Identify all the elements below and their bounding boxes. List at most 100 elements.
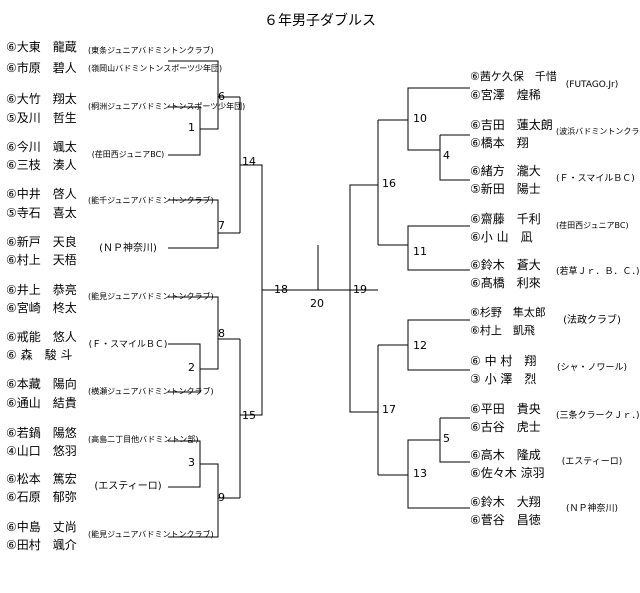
bracket-line — [240, 290, 263, 416]
player-name: ⑥今川 颯太 — [6, 140, 77, 154]
player-name: ⑥市原 碧人 — [6, 61, 77, 75]
player-name: ⑥齋藤 千利 — [470, 212, 541, 226]
match-number: 15 — [242, 409, 256, 422]
bracket-line — [378, 319, 470, 346]
match-number: 1 — [188, 121, 195, 134]
player-name: ⑥古谷 虎士 — [470, 420, 541, 434]
bracket-line — [200, 463, 219, 498]
match-number: 20 — [310, 297, 324, 310]
player-name: ⑥村上 天梧 — [6, 253, 77, 267]
player-name: ⑥村上 凱飛 — [470, 324, 535, 337]
club-name: (Ｆ・スマイルＢＣ) — [88, 340, 168, 350]
bracket-line — [240, 164, 263, 290]
club-name: (嶺岡山バドミントンスポーツ少年団) — [88, 64, 223, 73]
bracket-line — [439, 418, 470, 463]
bracket-line — [168, 369, 201, 393]
player-name: ⑥本藏 陽向 — [6, 377, 77, 391]
club-name: (Ｆ・スマイルＢＣ) — [556, 174, 635, 184]
club-name: (能千ジュニアバドミントンクラブ) — [88, 196, 214, 205]
match-number: 4 — [443, 149, 450, 162]
bracket-line — [168, 60, 240, 98]
bracket-line — [407, 439, 440, 475]
bracket-line — [407, 245, 470, 271]
player-name: ⑥井上 恭亮 — [6, 283, 77, 297]
player-name: ⑥鈴木 大翔 — [470, 495, 541, 509]
player-name: ⑥中井 啓人 — [6, 187, 77, 201]
player-name: ⑥大東 龍蔵 — [6, 40, 77, 54]
club-name: (シャ・ノワール) — [556, 363, 628, 373]
player-name: ⑥松本 篤宏 — [6, 472, 77, 486]
bracket-line — [168, 233, 219, 249]
player-name: ⑥中島 丈尚 — [6, 520, 77, 534]
bracket-line — [168, 497, 240, 538]
club-name: (桐洲ジュニアバドミントンスポーツ少年団) — [88, 102, 246, 111]
club-name: (波浜バドミントンクラブ) — [556, 127, 640, 136]
match-number: 16 — [382, 177, 396, 190]
bracket-line — [378, 225, 470, 246]
player-name: ⑥若鍋 陽悠 — [6, 426, 77, 440]
match-number: 8 — [218, 327, 225, 340]
player-name: ⑥戒能 悠人 — [6, 330, 77, 344]
player-name: ⑥通山 結貴 — [6, 396, 77, 410]
player-name: ⑥大竹 翔太 — [6, 92, 77, 106]
player-name: ⑥新戸 天良 — [6, 235, 77, 249]
player-name: ③ 小 澤 烈 — [470, 372, 537, 386]
match-number: 3 — [188, 456, 195, 469]
bracket-line — [349, 290, 378, 413]
match-number: 18 — [274, 283, 288, 296]
player-name: ⑥平田 貴央 — [470, 402, 541, 416]
player-name: ④山口 悠羽 — [6, 444, 77, 458]
bracket-line — [200, 339, 219, 370]
match-number: 19 — [353, 283, 367, 296]
match-number: 9 — [218, 491, 225, 504]
club-name: (横瀬ジュニアバドミントンクラブ) — [88, 387, 214, 396]
player-name: ⑥小 山 凪 — [470, 230, 533, 244]
match-number: 7 — [218, 219, 225, 232]
player-name: ⑥佐々木 涼羽 — [470, 466, 545, 480]
player-name: ⑤及川 哲生 — [6, 111, 77, 125]
match-number: 2 — [188, 361, 195, 374]
bracket-line — [168, 129, 201, 156]
player-name: ⑥三枝 湊人 — [6, 158, 77, 172]
bracket-line — [407, 345, 470, 371]
club-name: (エスティーロ) — [94, 481, 162, 492]
bracket-line — [407, 120, 440, 151]
bracket-line — [168, 296, 240, 340]
club-name: (FUTAGO.Jr) — [565, 80, 619, 90]
bracket-line — [200, 97, 219, 130]
match-number: 11 — [413, 245, 427, 258]
bracket-line — [168, 440, 201, 464]
club-name: (ＮＰ神奈川) — [99, 243, 157, 254]
bracket-line — [378, 87, 470, 121]
player-name: ⑥石原 郁弥 — [6, 490, 77, 504]
player-name: ⑥宮崎 柊太 — [6, 301, 77, 315]
bracket-line — [168, 464, 201, 488]
player-name: ⑥茜ケ久保 千惜 — [470, 70, 557, 83]
player-name: ⑥杉野 隼太郎 — [470, 306, 546, 319]
bracket-line — [168, 343, 201, 369]
club-name: (能見ジュニアバドミントンクラブ) — [88, 292, 214, 301]
club-name: (エスティーロ) — [561, 457, 623, 467]
club-name: (三条クラークＪｒ．) — [556, 411, 640, 421]
player-name: ⑥緒方 瀧大 — [470, 164, 541, 178]
player-name: ⑥宮澤 煌稀 — [470, 88, 541, 102]
match-number: 5 — [443, 432, 450, 445]
player-name: ⑥ 中 村 翔 — [470, 354, 537, 368]
match-number: 10 — [413, 112, 427, 125]
player-name: ⑥田村 颯介 — [6, 538, 77, 552]
player-name: ⑤新田 陽士 — [470, 182, 541, 196]
player-name: ⑥菅谷 昌徳 — [470, 513, 541, 527]
club-name: (法政クラブ) — [563, 315, 621, 326]
player-name: ⑥ 森 駿 斗 — [6, 348, 73, 362]
player-name: ⑤寺石 喜太 — [6, 206, 77, 220]
player-name: ⑥鈴木 蒼大 — [470, 258, 541, 272]
match-number: 12 — [413, 339, 427, 352]
player-name: ⑥吉田 蓮太朗 — [470, 118, 553, 132]
club-name: (若草Ｊｒ．Ｂ．Ｃ．) — [556, 267, 640, 277]
match-number: 14 — [242, 155, 256, 168]
match-number: 13 — [413, 467, 427, 480]
bracket-line — [349, 184, 378, 290]
club-name: (ＮＰ神奈川) — [565, 504, 619, 514]
